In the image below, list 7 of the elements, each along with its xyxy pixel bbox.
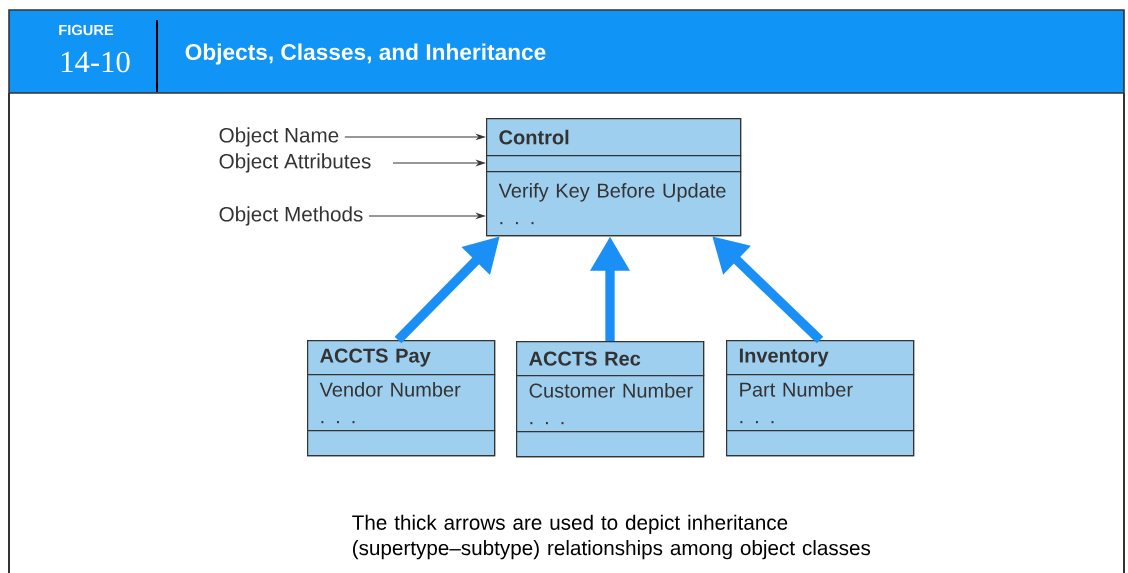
annotation-label: Object Attributes bbox=[219, 153, 371, 173]
annotation-label: Object Name bbox=[219, 127, 339, 147]
figure-title: Objects, Classes, and Inheritance bbox=[185, 43, 546, 65]
figure-label: FIGURE bbox=[59, 24, 114, 36]
caption: The thick arrows are used to depict inheritance (supertype–subtype) relationships among object classes bbox=[352, 514, 871, 560]
annotation-label: Object Methods bbox=[219, 206, 363, 226]
figure-number: 14-10 bbox=[61, 51, 130, 73]
